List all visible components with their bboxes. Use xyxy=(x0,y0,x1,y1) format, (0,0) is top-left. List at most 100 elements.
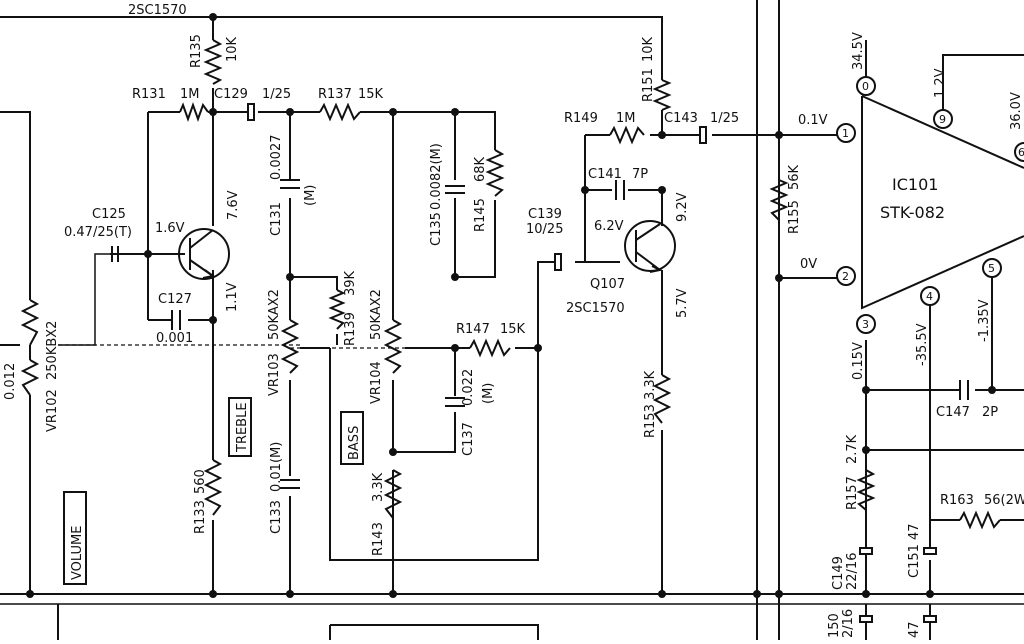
pin-5 xyxy=(982,258,1002,278)
pin-2 xyxy=(836,266,856,286)
c125-symbol xyxy=(111,246,119,262)
label-v-34-5: 34.5V xyxy=(851,32,866,70)
label-bass: BASS xyxy=(347,426,362,460)
ic101-body xyxy=(861,96,1024,310)
label-vr102: VR102 xyxy=(45,389,60,432)
bass-box xyxy=(340,411,364,465)
label-v-36-0: 36.0V xyxy=(1009,92,1024,130)
label-c137-m: (M) xyxy=(481,383,496,404)
c-bottom-47-symbol xyxy=(923,615,937,623)
r153-symbol xyxy=(652,374,672,424)
label-r163: R163 xyxy=(940,493,974,508)
volume-box xyxy=(63,491,87,585)
label-c129-val: 1/25 xyxy=(262,87,291,102)
c150-symbol xyxy=(859,615,873,623)
label-r155: R155 xyxy=(787,200,802,234)
label-r139-val: 39K xyxy=(343,270,358,296)
r135-symbol xyxy=(203,39,223,85)
label-r153: R153 xyxy=(643,404,658,438)
pin-0 xyxy=(856,76,876,96)
treble-box xyxy=(228,397,252,457)
label-r133: R133 xyxy=(193,500,208,534)
label-volume: VOLUME xyxy=(70,526,85,580)
label-vr102-val: 250KBX2 xyxy=(45,321,60,380)
label-r133-val: 560 xyxy=(193,469,208,494)
label-pin4: 4 xyxy=(926,290,933,303)
label-c125-val: 0.47/25(T) xyxy=(64,225,132,240)
label-c137-val: 0.022 xyxy=(461,369,476,406)
pin-4 xyxy=(920,286,940,306)
label-r163-val: 56(2W xyxy=(984,493,1024,508)
c149-symbol xyxy=(859,547,873,555)
label-c131: C131 xyxy=(269,202,284,236)
c141-symbol xyxy=(615,180,625,200)
label-pin5: 5 xyxy=(988,262,995,275)
r151-symbol xyxy=(652,79,672,111)
labels: 2SC1570 R135 10K R131 1M C129 1/25 R137 … xyxy=(3,3,1024,638)
label-c151-val: 47 xyxy=(907,523,922,540)
r137-symbol xyxy=(319,102,361,122)
r143-symbol xyxy=(383,469,403,519)
label-r139: R139 xyxy=(343,312,358,346)
label-v-1-1: 1.1V xyxy=(225,282,240,312)
label-left-frag: 0.012 xyxy=(3,363,18,400)
label-r151-val: 10K xyxy=(641,36,656,62)
label-r137-val: 15K xyxy=(358,87,384,102)
label-treble: TREBLE xyxy=(235,402,250,453)
label-c131-val: 0.0027 xyxy=(269,135,284,181)
label-pin1: 1 xyxy=(842,127,849,140)
label-r145: R145 xyxy=(473,198,488,232)
label-ic-part: STK-082 xyxy=(880,203,945,222)
r131-symbol xyxy=(179,102,209,122)
label-c141: C141 xyxy=(588,167,622,182)
r145-symbol xyxy=(485,149,505,197)
label-c139: C139 xyxy=(528,207,562,222)
label-v-0-15: 0.15V xyxy=(851,342,866,380)
label-pin2: 2 xyxy=(842,270,849,283)
label-pin3: 3 xyxy=(862,318,869,331)
label-c129: C129 xyxy=(214,87,248,102)
c147-symbol xyxy=(959,380,969,400)
ic101 xyxy=(861,95,1024,310)
label-r137: R137 xyxy=(318,87,352,102)
label-q107-type: 2SC1570 xyxy=(566,301,625,316)
label-v-1-6: 1.6V xyxy=(155,221,185,236)
label-v-0-1: 0.1V xyxy=(798,113,828,128)
label-pin9: 9 xyxy=(939,113,946,126)
ic-pins xyxy=(836,76,1024,334)
label-pin0: 0 xyxy=(862,80,869,93)
label-c139-val: 10/25 xyxy=(526,222,563,237)
r139-symbol xyxy=(328,289,346,330)
label-r149-val: 1M xyxy=(616,111,636,126)
pin-1 xyxy=(836,123,856,143)
pin-6 xyxy=(1014,142,1024,162)
label-v-0: 0V xyxy=(800,257,817,272)
label-r157: R157 xyxy=(845,476,860,510)
c137-symbol xyxy=(445,397,465,407)
label-r135: R135 xyxy=(189,34,204,68)
c135-symbol xyxy=(445,185,465,194)
r163-symbol xyxy=(959,510,1001,530)
label-v-9-2: 9.2V xyxy=(675,192,690,222)
c151-symbol xyxy=(923,547,937,555)
r147-symbol xyxy=(469,338,511,358)
vr103-symbol xyxy=(280,319,300,374)
label-vr103-val: 50KAX2 xyxy=(267,289,282,340)
q-stage1-transistor xyxy=(178,228,230,280)
label-r147-val: 15K xyxy=(500,322,526,337)
label-c127: C127 xyxy=(158,292,192,307)
label-r157-val: 2.7K xyxy=(845,434,860,464)
c127-symbol xyxy=(171,310,181,330)
label-ic-name: IC101 xyxy=(892,175,938,194)
label-c127-val: 0.001 xyxy=(156,331,193,346)
c133-symbol xyxy=(280,479,300,489)
label-r131: R131 xyxy=(132,87,166,102)
label-c141-val: 7P xyxy=(632,167,648,182)
label-v-m35-5: -35.5V xyxy=(915,323,930,366)
transistors xyxy=(178,220,676,280)
label-c149: C149 xyxy=(831,556,846,590)
r157-symbol xyxy=(856,469,876,511)
capacitors xyxy=(111,103,969,623)
